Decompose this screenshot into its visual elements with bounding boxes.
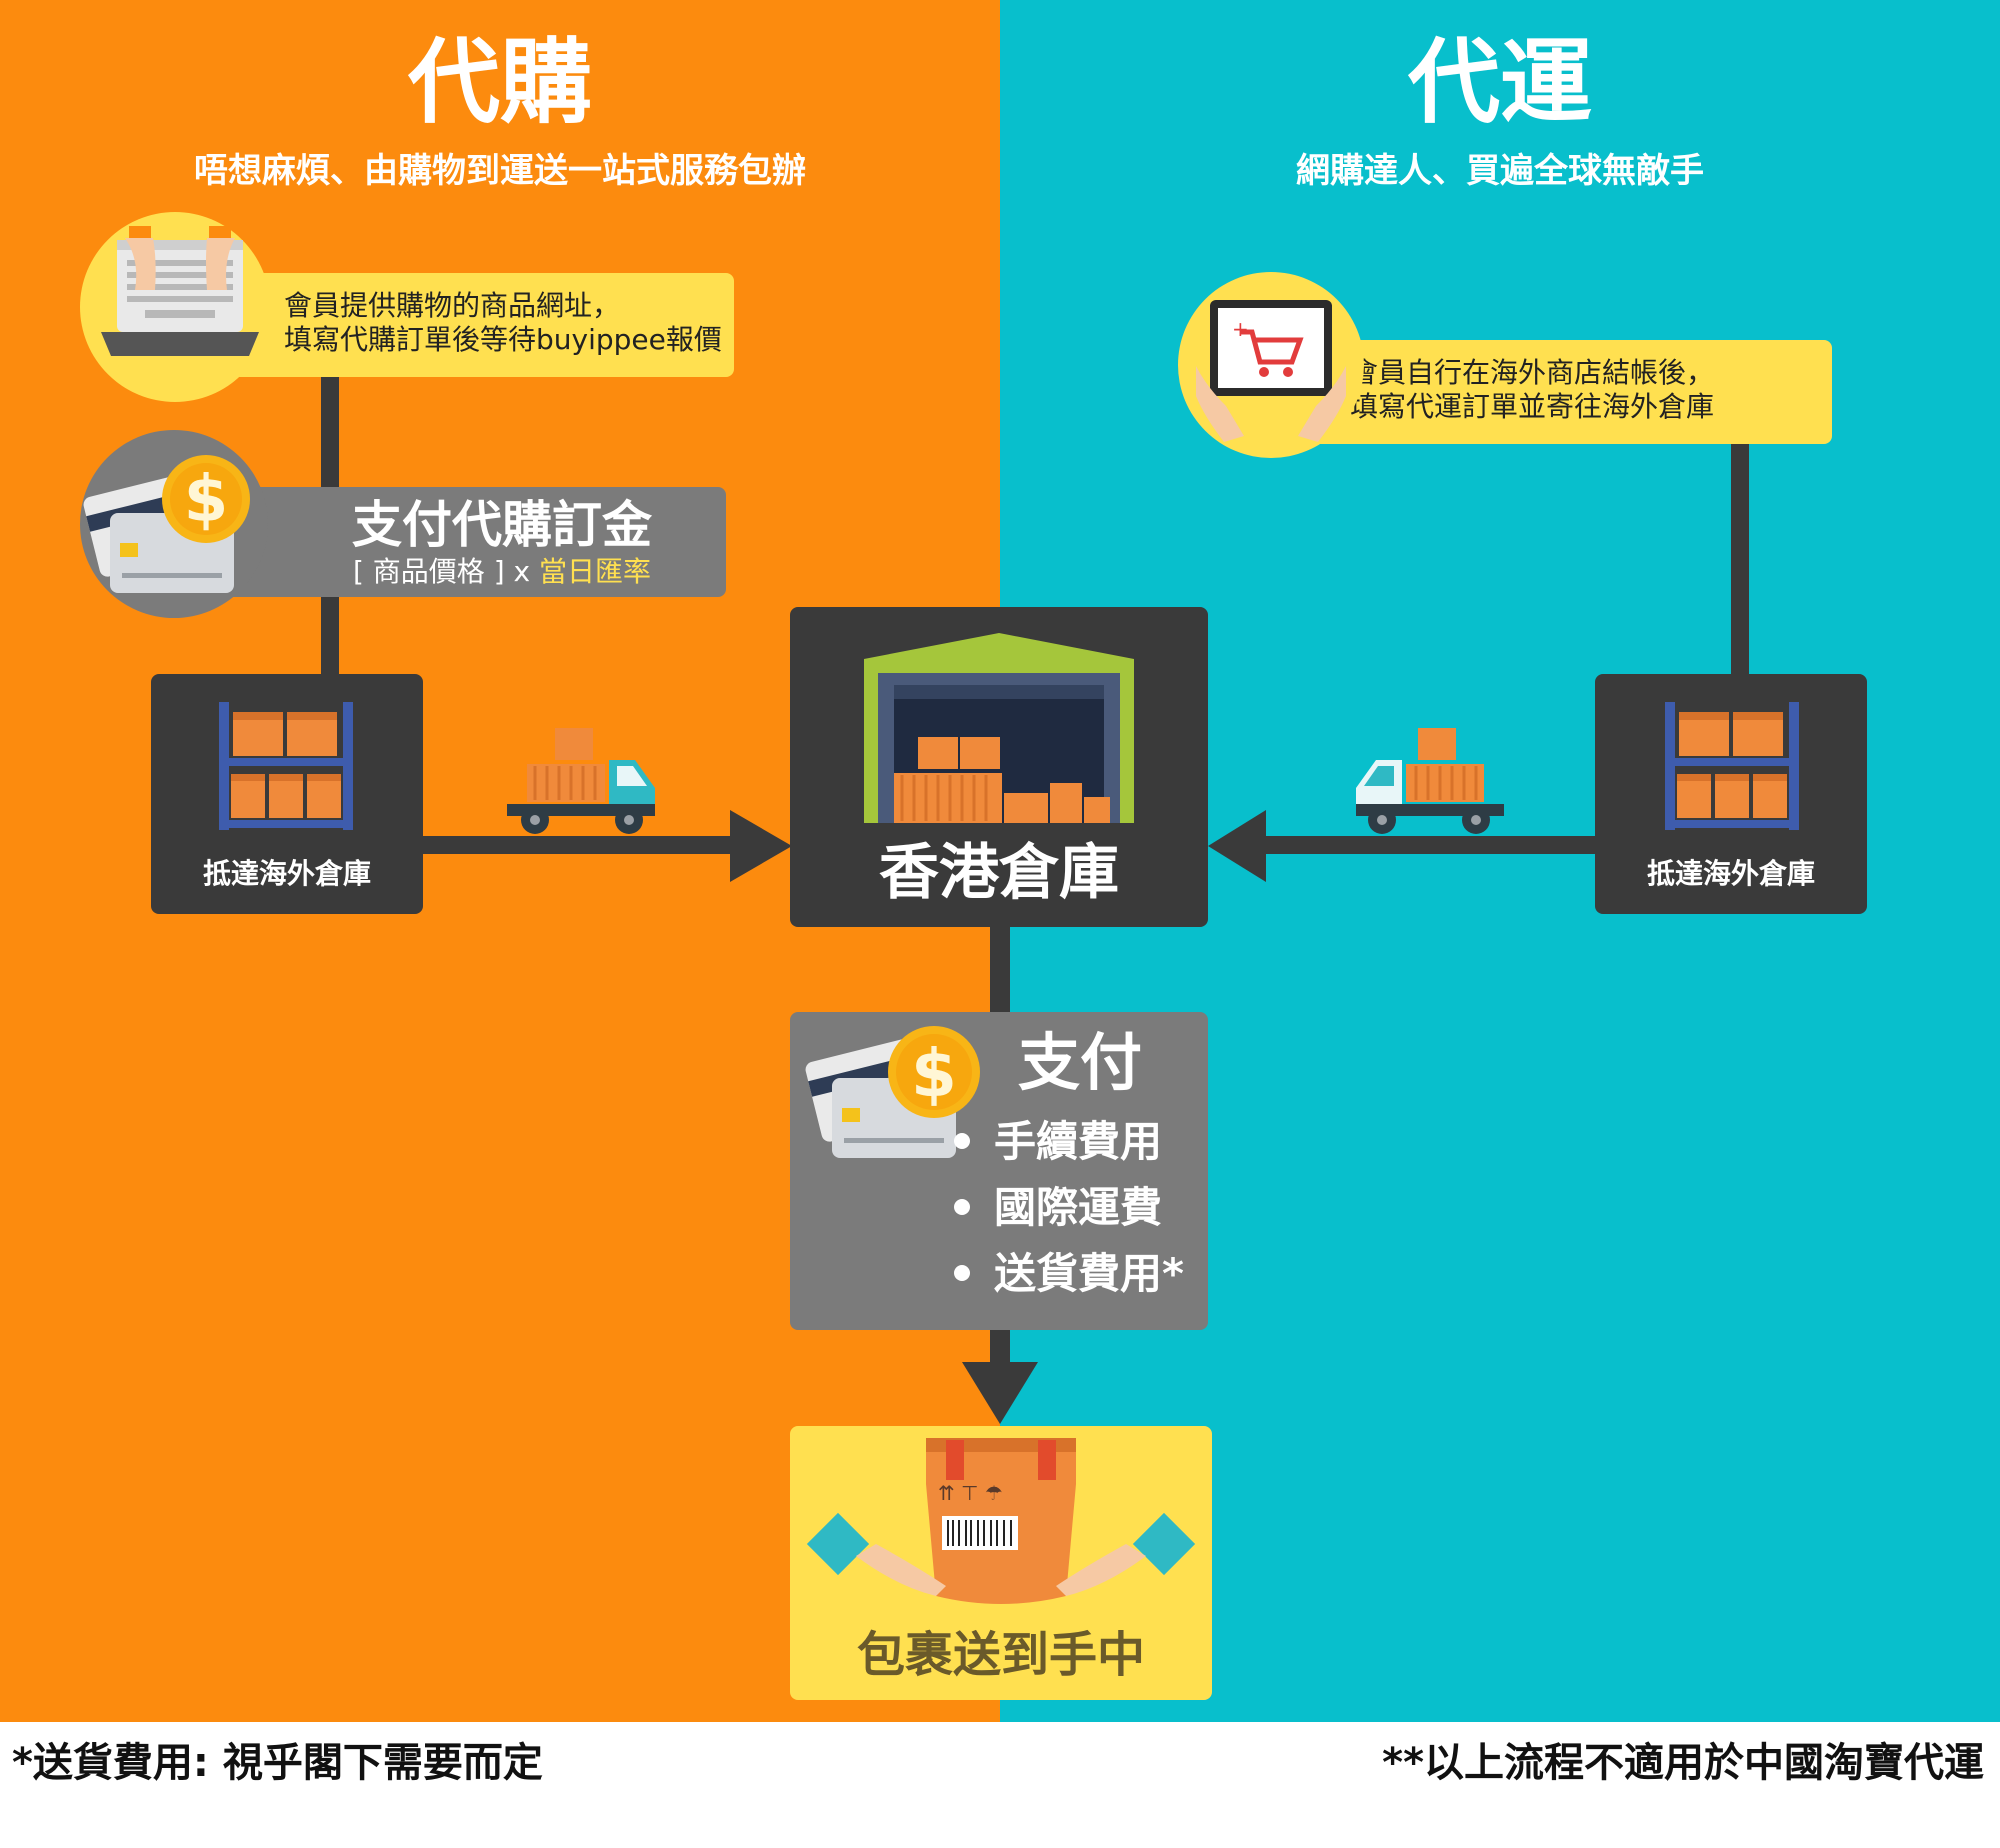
truck-right-icon xyxy=(1356,728,1504,834)
forwarding-step1-line1: 會員自行在海外商店結帳後， xyxy=(1350,356,1715,389)
deposit-formula-rate: 當日匯率 xyxy=(539,555,652,588)
forwarding-warehouse-label: 抵達海外倉庫 xyxy=(1646,857,1815,890)
svg-text:$: $ xyxy=(184,463,229,537)
hk-warehouse: 香港倉庫 xyxy=(790,607,1208,927)
footnote-delivery-fee: *送貨費用: 視乎閣下需要而定 xyxy=(12,1740,543,1786)
arrow-left-icon xyxy=(1208,810,1266,882)
forwarding-subtitle: 網購達人、買遍全球無敵手 xyxy=(1296,151,1704,191)
parcel-hands-icon: ⇈ ⊤ ☂ xyxy=(806,1438,1196,1604)
arrow-right-icon xyxy=(730,810,792,882)
deposit-formula-price: [ 商品價格 ] x xyxy=(352,555,539,588)
hk-warehouse-label: 香港倉庫 xyxy=(879,838,1119,908)
svg-text:+: + xyxy=(1232,317,1249,341)
deposit-title: 支付代購訂金 xyxy=(352,496,652,554)
forwarding-step1-line2: 填寫代運訂單並寄往海外倉庫 xyxy=(1350,390,1715,423)
laptop-hands-icon xyxy=(101,226,259,356)
svg-text:⇈ ⊤ ☂: ⇈ ⊤ ☂ xyxy=(938,1481,1003,1505)
daigou-step1-line2: 填寫代購訂單後等待buyippee報價 xyxy=(284,323,722,356)
payment-item-handling: 手續費用 xyxy=(954,1114,1162,1170)
credit-card-dollar-icon: $ xyxy=(83,455,250,593)
right-horizontal-connector xyxy=(1262,836,1595,854)
daigou-subtitle: 唔想麻煩、由購物到運送一站式服務包辦 xyxy=(194,151,806,191)
credit-card-dollar-icon: $ xyxy=(805,1026,980,1158)
forwarding-title: 代運 xyxy=(1407,29,1592,136)
forwarding-step1-note: 會員自行在海外商店結帳後， 填寫代運訂單並寄往海外倉庫 xyxy=(1278,340,1832,444)
payment-title: 支付 xyxy=(1017,1026,1142,1099)
arrow-down-icon xyxy=(962,1362,1038,1424)
forwarding-overseas-warehouse: 抵達海外倉庫 xyxy=(1595,674,1867,914)
daigou-overseas-warehouse: 抵達海外倉庫 xyxy=(151,674,423,914)
left-horizontal-connector xyxy=(422,836,732,854)
truck-left-icon xyxy=(507,728,655,834)
warehouse-shelf-icon xyxy=(1665,702,1799,830)
daigou-step1-line1: 會員提供購物的商品網址， xyxy=(284,289,621,322)
deposit-formula: [ 商品價格 ] x 當日匯率 xyxy=(218,555,726,589)
daigou-warehouse-label: 抵達海外倉庫 xyxy=(202,857,371,890)
tablet-cart-icon: + xyxy=(1196,300,1346,442)
hk-warehouse-building-icon xyxy=(864,633,1134,823)
footnote-taobao-exclusion: **以上流程不適用於中國淘寶代運 xyxy=(1382,1740,1984,1786)
delivered-label: 包裹送到手中 xyxy=(856,1627,1145,1683)
payment-item-delivery: 送貨費用* xyxy=(954,1246,1184,1302)
payment-box: $ 支付 手續費用 國際運費 送貨費用* xyxy=(790,1012,1208,1330)
payment-item-intl-shipping: 國際運費 xyxy=(954,1180,1162,1236)
delivered-box: ⇈ ⊤ ☂ 包裹送到手中 xyxy=(790,1426,1212,1700)
warehouse-shelf-icon xyxy=(219,702,353,830)
right-vertical-connector xyxy=(1731,440,1749,675)
svg-text:$: $ xyxy=(911,1035,957,1112)
deposit-note: 支付代購訂金 [ 商品價格 ] x 當日匯率 xyxy=(218,487,726,597)
daigou-step1-note: 會員提供購物的商品網址， 填寫代購訂單後等待buyippee報價 xyxy=(232,273,734,377)
daigou-title: 代購 xyxy=(407,29,592,136)
